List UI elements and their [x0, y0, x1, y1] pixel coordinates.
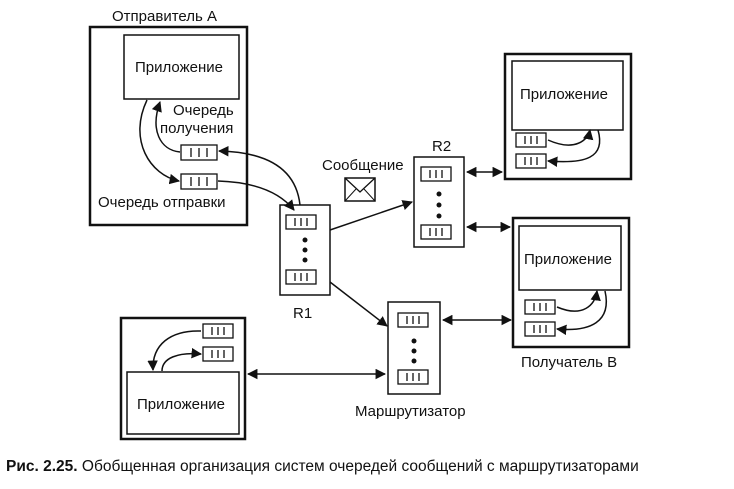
arrow-bl-app-to-queue [161, 347, 203, 372]
receive-queue-label-line2: получения [160, 120, 234, 137]
arrow-app-to-send [139, 99, 181, 185]
arrow-r1-to-r2 [329, 200, 413, 231]
sender-app-label: Приложение [135, 59, 223, 76]
arrow-rb-app-to-queue [555, 290, 607, 336]
queue-icon [515, 132, 547, 148]
arrows [139, 99, 607, 380]
queue-icon [524, 321, 556, 337]
figure-caption: Рис. 2.25. Обобщенная организация систем… [6, 458, 639, 476]
receiver-b-box [511, 216, 631, 349]
caption-number: Рис. 2.25. [6, 458, 78, 475]
queue-icon [180, 173, 218, 190]
queue-icon [515, 153, 547, 169]
r2-label: R2 [432, 138, 452, 155]
queue-icon [202, 323, 234, 339]
caption-text: Обобщенная организация систем очередей с… [81, 458, 639, 475]
arrow-r1-to-router [329, 281, 388, 327]
top-right-node-box [503, 52, 633, 181]
arrow-tr-queue-to-app [547, 128, 594, 146]
arrow-tr-app-to-queue [546, 129, 601, 167]
router-r2-box [413, 156, 465, 248]
queue-icon [397, 369, 429, 385]
sender-label: Отправитель A [112, 8, 217, 25]
router-label: Маршрутизатор [355, 403, 466, 420]
arrow-receive-to-app [151, 101, 181, 153]
queue-icon [285, 214, 317, 230]
queue-icon [524, 299, 556, 315]
arrow-send-to-r1 [217, 180, 295, 211]
queue-icon [180, 144, 218, 161]
message-label: Сообщение [322, 157, 404, 174]
queue-icon [285, 269, 317, 285]
send-queue-label: Очередь отправки [98, 194, 226, 211]
router-r1-box [279, 204, 331, 296]
top-right-app-label: Приложение [520, 86, 608, 103]
queue-icon [202, 346, 234, 362]
receiver-app-label: Приложение [524, 251, 612, 268]
queue-icon [420, 166, 452, 182]
r1-label: R1 [293, 305, 313, 322]
bottom-left-node-box [119, 316, 247, 441]
queue-icon [397, 312, 429, 328]
queue-icon [420, 224, 452, 240]
arrow-bl-queue-to-app [147, 330, 202, 372]
arrow-rb-queue-to-app [556, 289, 601, 312]
envelope-icon [344, 177, 376, 202]
sender-a-box [88, 25, 249, 227]
receiver-label: Получатель B [521, 354, 618, 371]
bottom-left-app-label: Приложение [137, 396, 225, 413]
arrow-r1-to-receive [217, 145, 301, 206]
router-box [387, 301, 441, 395]
receive-queue-label-line1: Очередь [173, 102, 234, 119]
